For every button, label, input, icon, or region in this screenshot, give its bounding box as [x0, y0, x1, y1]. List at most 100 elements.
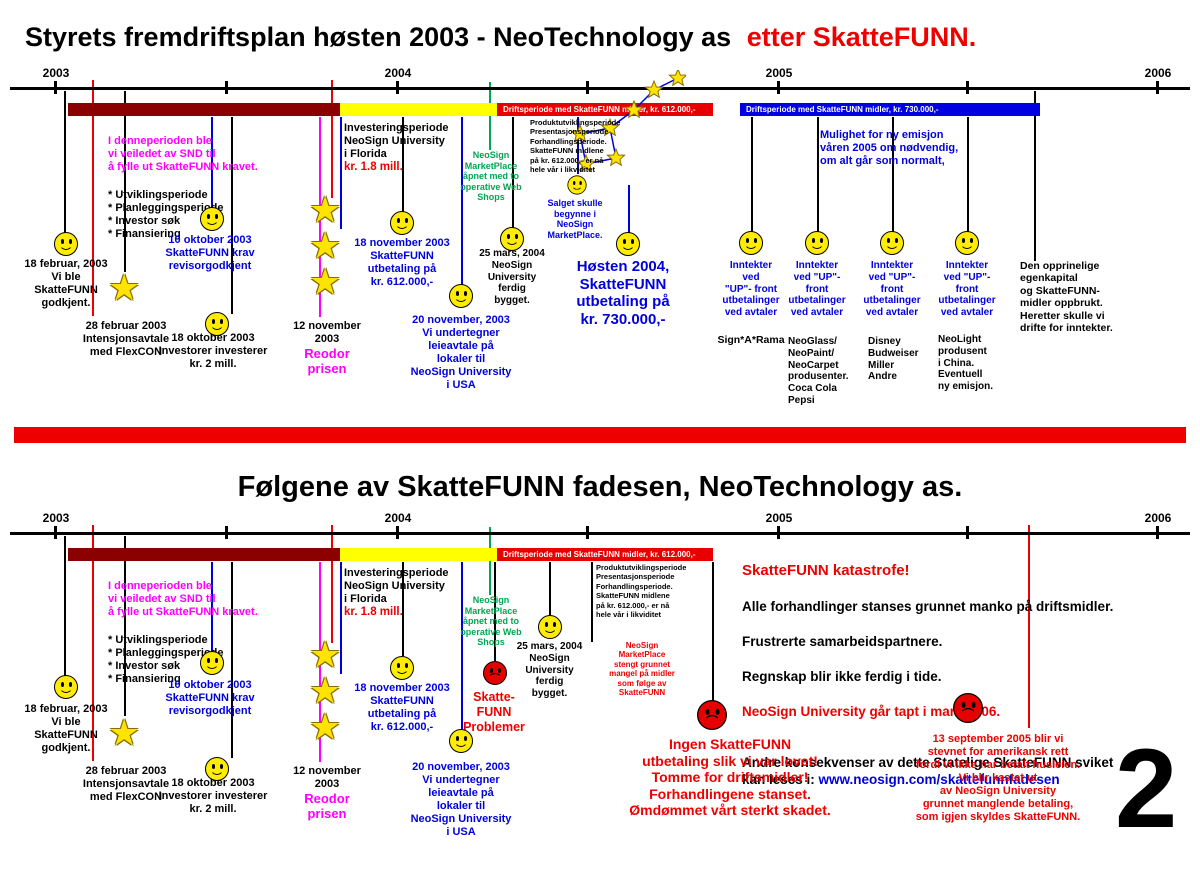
event-reodor-bottom: Reodor prisen [304, 791, 350, 822]
star-icon: ★ [309, 261, 342, 302]
smiley-icon [200, 207, 224, 231]
skattefunnfadesen-link[interactable]: www.neosign.com/skattefunnfadesen [818, 771, 1060, 787]
star-icon: ★ [108, 267, 141, 308]
invest-note-bottom: Investeringsperiode NeoSign University i… [344, 567, 449, 605]
inntekter-2-blue: Inntekter ved "UP"- front utbetalinger v… [788, 260, 846, 319]
connector-line [461, 117, 463, 285]
snd-note-bottom: I denneperioden ble vi veiledet av SND t… [108, 567, 258, 699]
katastrofe-headline: SkatteFUNN katastrofe! [742, 562, 910, 580]
smiley-icon [567, 175, 587, 195]
connector-line [461, 562, 463, 729]
connector-line [489, 527, 491, 595]
connector-line [577, 117, 579, 174]
emisjon-note: Mulighet for ny emisjon våren 2005 om nø… [820, 129, 959, 167]
connector-line [512, 117, 514, 228]
connector-line [402, 117, 404, 212]
period-bar-yellow-bottom [340, 548, 497, 561]
invest-note-top: Investeringsperiode NeoSign University i… [344, 122, 449, 160]
event-okt10-top: 10 oktober 2003 SkatteFUNN krav revisorg… [165, 234, 255, 272]
marketplace-note-bottom: NeoSign MarketPlace åpnet med to operati… [460, 595, 522, 648]
katastrofe-line-2: Frustrerte samarbeidspartnere. [742, 634, 943, 650]
event-reodor-top: Reodor prisen [304, 346, 350, 377]
connector-line [231, 562, 233, 758]
bottom-title: Følgene av SkatteFUNN fadesen, NeoTechno… [237, 471, 963, 503]
marketplace-stengt-note: NeoSign MarketPlace stengt grunnet mange… [600, 641, 684, 698]
katastrofe-line-1: Alle forhandlinger stanses grunnet manko… [742, 599, 1114, 615]
connector-line [549, 562, 551, 615]
event-mars25-bottom: 25 mars, 2004 NeoSign University ferdig … [516, 641, 583, 700]
axis-tick [586, 526, 589, 539]
invest-kr-top: kr. 1.8 mill. [344, 161, 403, 173]
connector-line [331, 80, 333, 198]
smiley-icon [54, 232, 78, 256]
event-nov20-bottom: 20 november, 2003 Vi undertegner leieavt… [410, 761, 512, 838]
katastrofe-line-5-text: Andre konsekvenser av dette Statelige Sk… [742, 755, 1114, 787]
marketplace-note-top: NeoSign MarketPlace åpnet med to operati… [460, 150, 522, 203]
event-okt18-top: 18 oktober 2003 Investorer investerer kr… [158, 332, 268, 370]
connector-line [92, 80, 94, 316]
year-label: 2006 [1144, 66, 1172, 80]
axis-tick [225, 526, 228, 539]
axis-tick [396, 526, 399, 539]
connector-line [124, 536, 126, 716]
axis-tick [777, 81, 780, 94]
connector-line [319, 117, 321, 317]
connector-line [231, 117, 233, 314]
connector-line [591, 562, 593, 642]
connector-line [494, 562, 496, 662]
connector-line [64, 91, 66, 236]
star-icon: ★ [309, 670, 342, 711]
event-feb18-bottom: 18 februar, 2003 Vi ble SkatteFUNN godkj… [24, 703, 108, 754]
connector-line [1034, 91, 1036, 261]
hosten-2004-note: Høsten 2004, SkatteFUNN utbetaling på kr… [576, 258, 670, 329]
year-label: 2005 [765, 66, 793, 80]
period-bar-red-label: Driftsperiode med SkatteFUNN midler, kr.… [503, 105, 696, 114]
inntekter-2-black: NeoGlass/ NeoPaint/ NeoCarpet produsente… [788, 336, 849, 406]
year-label: 2004 [384, 511, 412, 525]
period-bar-red-label: Driftsperiode med SkatteFUNN midler, kr.… [503, 550, 696, 559]
connector-line [712, 562, 714, 705]
period-bar-yellow-top [340, 103, 497, 116]
timeline-axis-top [10, 87, 1190, 90]
connector-line [64, 536, 66, 676]
smiley-icon [739, 231, 763, 255]
period-bar-blue-label: Driftsperiode med SkatteFUNN midler, kr.… [746, 105, 939, 114]
katastrofe-line-3: Regnskap blir ikke ferdig i tide. [742, 669, 942, 685]
smiley-icon [449, 284, 473, 308]
smiley-icon [449, 729, 473, 753]
connector-line [967, 117, 969, 232]
snd-note-bullets: * Utviklingsperiode * Planleggingsperiod… [108, 188, 224, 240]
inntekter-1-black: Sign*A*Rama [717, 334, 785, 346]
year-label: 2005 [765, 511, 793, 525]
sad-face-icon [697, 700, 727, 730]
top-title: Styrets fremdriftsplan høsten 2003 - Neo… [25, 22, 976, 54]
event-nov12-top: 12 november 2003 [293, 320, 361, 345]
period-bar-red-bottom: Driftsperiode med SkatteFUNN midler, kr.… [497, 548, 713, 561]
connector-line [331, 525, 333, 643]
produkt-note-bottom: Produktutviklingsperiode Presentasjonspe… [596, 563, 687, 620]
snd-note-bullets: * Utviklingsperiode * Planleggingsperiod… [108, 633, 224, 685]
snd-note-top: I denneperioden ble vi veiledet av SND t… [108, 122, 258, 254]
event-feb18-top: 18 februar, 2003 Vi ble SkatteFUNN godkj… [24, 258, 108, 309]
connector-line [211, 117, 213, 209]
connector-line [1028, 525, 1030, 728]
inntekter-4-black: NeoLight produsent i China. Eventuell ny… [938, 334, 994, 393]
connector-line [489, 82, 491, 150]
inntekter-4-blue: Inntekter ved "UP"- front utbetalinger v… [938, 260, 996, 319]
smiley-icon [805, 231, 829, 255]
star-icon: ★ [309, 225, 342, 266]
connector-line [124, 91, 126, 272]
axis-tick [225, 81, 228, 94]
axis-tick [54, 81, 57, 94]
top-title-red: etter SkatteFUNN. [746, 22, 977, 52]
page-number: 2 [1115, 726, 1177, 851]
event-nov18-top: 18 november 2003 SkatteFUNN utbetaling p… [354, 237, 450, 288]
katastrofe-line-5: Andre konsekvenser av dette Statelige Sk… [742, 739, 1192, 788]
event-feb28-top: 28 februar 2003 Intensjonsavtale med Fle… [82, 320, 170, 358]
divider-bar [14, 427, 1186, 443]
connector-line [319, 562, 321, 762]
event-okt10-bottom: 10 oktober 2003 SkatteFUNN krav revisorg… [165, 679, 255, 717]
axis-tick [396, 81, 399, 94]
axis-tick [966, 81, 969, 94]
connector-line [340, 117, 342, 229]
